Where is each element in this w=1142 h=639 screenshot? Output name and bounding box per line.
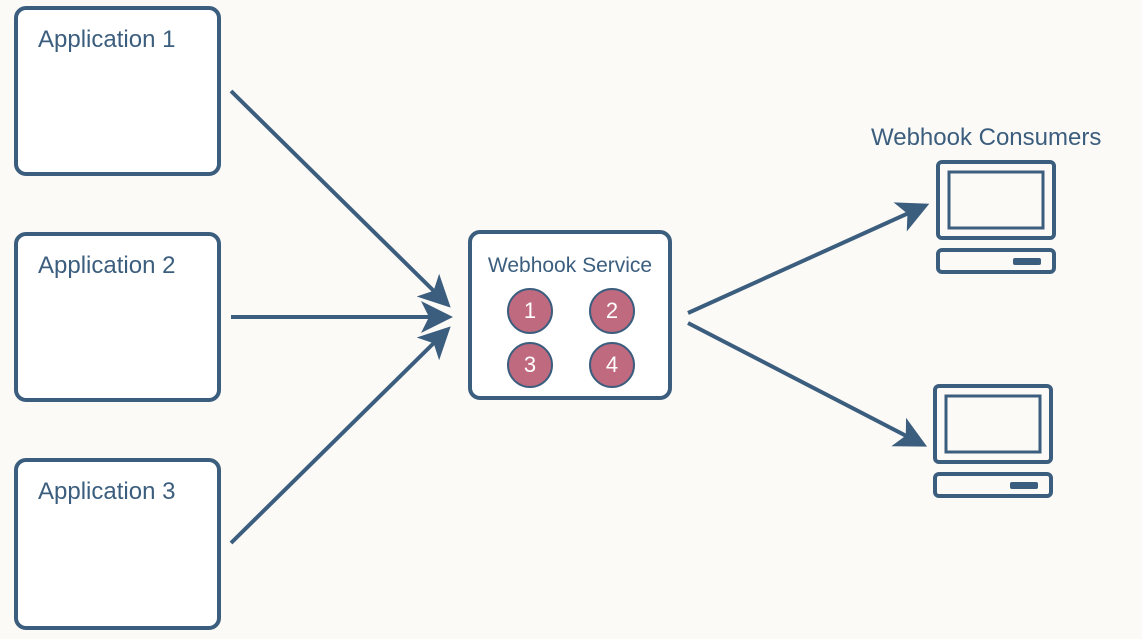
worker-1: 1 xyxy=(507,288,553,334)
arrow-service-to-consumer2 xyxy=(687,321,928,447)
arrow-app3-to-service xyxy=(229,326,451,545)
worker-3: 3 xyxy=(507,342,553,388)
worker-4: 4 xyxy=(589,342,635,388)
computer-icon xyxy=(933,384,1053,498)
webhook-service-box: Webhook Service 1 2 3 4 xyxy=(468,230,672,400)
application-1-box: Application 1 xyxy=(14,6,221,176)
application-1-label: Application 1 xyxy=(38,26,176,53)
application-3-box: Application 3 xyxy=(14,458,221,630)
webhook-service-label: Webhook Service xyxy=(487,254,653,277)
computer-icon xyxy=(936,160,1056,274)
arrow-service-to-consumer1 xyxy=(687,202,930,315)
application-2-box: Application 2 xyxy=(14,232,221,402)
worker-2: 2 xyxy=(589,288,635,334)
application-3-label: Application 3 xyxy=(38,478,176,505)
application-2-label: Application 2 xyxy=(38,252,176,279)
arrow-app1-to-service xyxy=(229,89,451,308)
webhook-consumers-label: Webhook Consumers xyxy=(871,124,1102,151)
